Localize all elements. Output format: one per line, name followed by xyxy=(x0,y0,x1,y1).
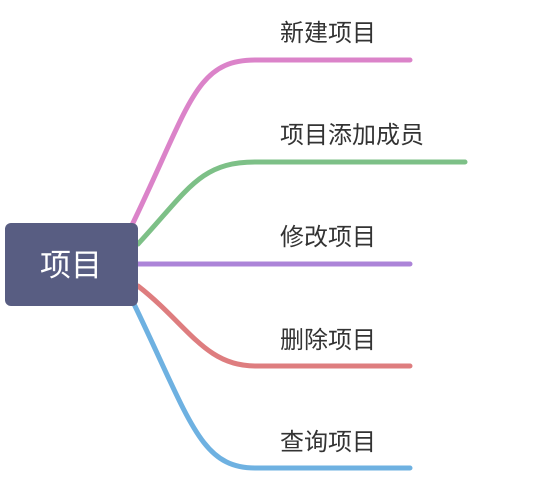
root-node-box xyxy=(5,223,138,306)
branch-lines xyxy=(129,57,468,471)
branch-label-4[interactable]: 删除项目 xyxy=(280,326,376,354)
root-node[interactable]: 项目 xyxy=(5,223,138,306)
branch-line-1 xyxy=(129,57,413,228)
branch-labels: 新建项目 项目添加成员 修改项目 删除项目 查询项目 xyxy=(280,19,424,456)
branch-label-3[interactable]: 修改项目 xyxy=(280,223,376,251)
branch-label-5[interactable]: 查询项目 xyxy=(280,428,376,456)
branch-line-2 xyxy=(135,159,468,247)
branch-line-4 xyxy=(135,283,413,369)
branch-label-1[interactable]: 新建项目 xyxy=(280,19,376,47)
branch-label-2[interactable]: 项目添加成员 xyxy=(280,121,424,149)
branch-line-5 xyxy=(131,301,413,471)
root-node-label: 项目 xyxy=(40,248,102,284)
